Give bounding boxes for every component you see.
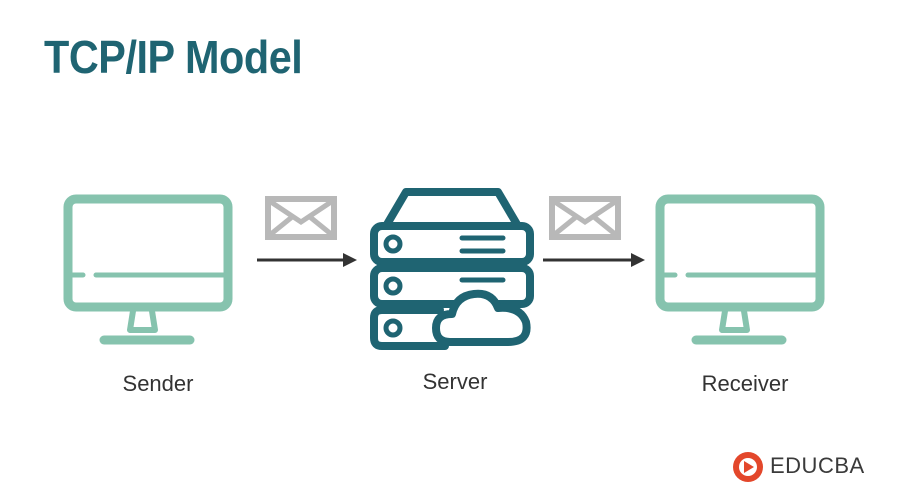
- sender-label: Sender: [122, 371, 194, 396]
- cloud-icon: [432, 289, 531, 346]
- envelope-icon-2: [549, 196, 621, 240]
- envelope-icon-1: [265, 196, 337, 240]
- brand-name: EDUCBA: [770, 453, 865, 478]
- arrow-sender-to-server: [257, 253, 357, 267]
- receiver-monitor-icon: [655, 194, 825, 345]
- arrow-server-to-receiver: [543, 253, 645, 267]
- sender-monitor-icon: [63, 194, 233, 345]
- server-label: Server: [422, 369, 488, 394]
- educba-logo-icon: [733, 452, 763, 482]
- receiver-label: Receiver: [701, 371, 789, 396]
- brand: EDUCBA: [770, 453, 865, 479]
- page-title: TCP/IP Model: [44, 31, 303, 83]
